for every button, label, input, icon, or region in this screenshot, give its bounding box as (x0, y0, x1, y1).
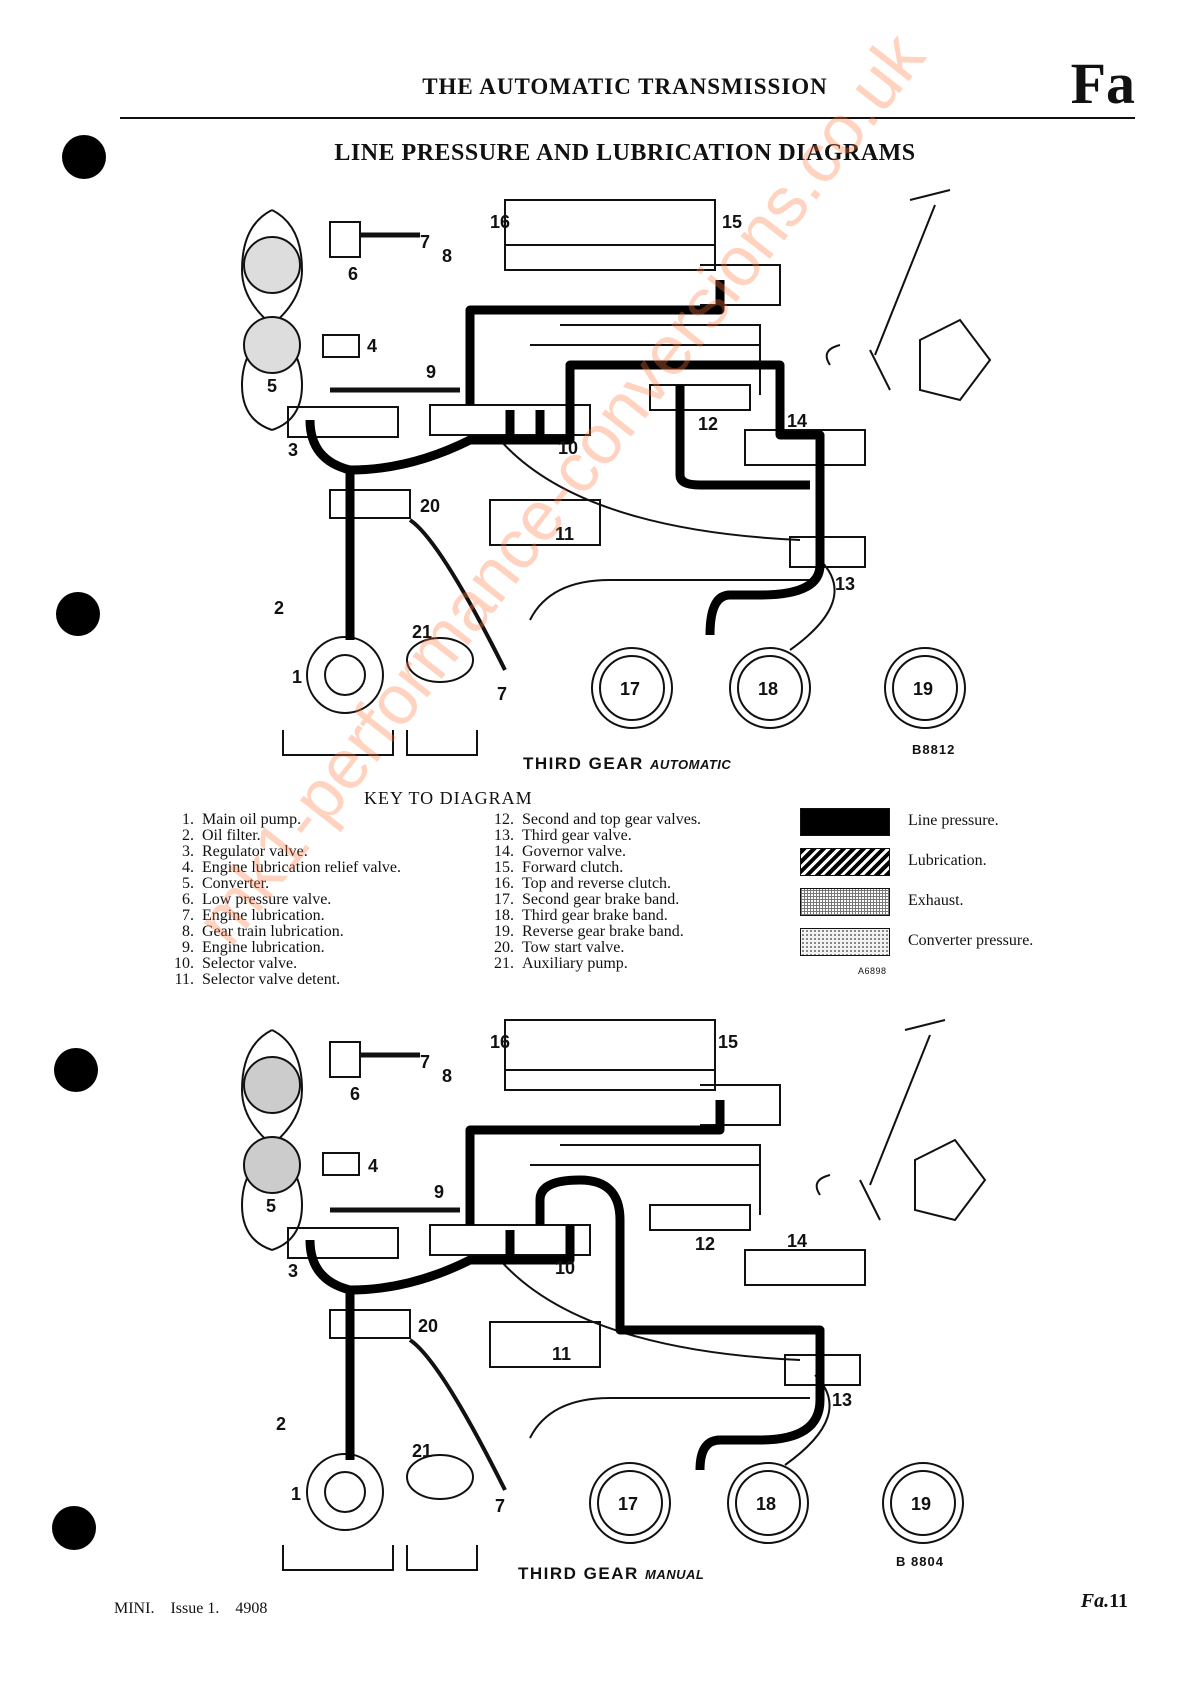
diagram-label: 11 (552, 1344, 571, 1364)
key-item: 14.Governor valve. (494, 843, 626, 860)
diagram-label: 18 (756, 1494, 776, 1514)
key-item: 3.Regulator valve. (182, 843, 308, 860)
diagram-label: 17 (618, 1494, 638, 1514)
key-list-left: 1.Main oil pump. 2.Oil filter. 3.Regulat… (166, 812, 466, 988)
footer-number: 4908 (235, 1600, 268, 1617)
key-item: 7.Engine lubrication. (182, 907, 325, 924)
diagram-top: 16 15 7 8 6 4 5 9 3 12 14 10 20 11 13 2 … (240, 189, 992, 756)
diagram-label: 7 (420, 232, 430, 252)
diagram-label: 21 (412, 1441, 432, 1461)
diagram-label: 12 (695, 1234, 715, 1254)
key-item: 10.Selector valve. (174, 955, 298, 972)
diagram-label: 20 (420, 496, 440, 516)
diagram-label: 14 (787, 411, 807, 431)
legend: Line pressure. Lubrication. Exhaust. Con… (800, 808, 1100, 978)
diagram-label: 13 (835, 574, 855, 594)
diagram-label: 10 (558, 438, 578, 458)
page-title: LINE PRESSURE AND LUBRICATION DIAGRAMS (334, 140, 916, 166)
diagram-label: 4 (368, 1156, 378, 1176)
key-item: 19.Reverse gear brake band. (494, 923, 684, 940)
binder-hole (56, 592, 100, 636)
diagram-label: 8 (442, 246, 452, 266)
diagram-label: 16 (490, 212, 510, 232)
diagram-label: 13 (832, 1390, 852, 1410)
diagram-label: 14 (787, 1231, 807, 1251)
diagram-label: 9 (434, 1182, 444, 1202)
key-item: 6.Low pressure valve. (182, 891, 332, 908)
key-item: 5.Converter. (182, 875, 270, 892)
exhaust-swatch (800, 888, 890, 916)
diagram-label: 2 (276, 1414, 286, 1434)
section-code: Fa (1070, 51, 1135, 116)
footer-left: MINI. Issue 1. 4908 (114, 1600, 279, 1618)
line-pressure-swatch (800, 808, 890, 836)
diagram-label: 12 (698, 414, 718, 434)
diagram-label: 7 (497, 684, 507, 704)
key-item: 21.Auxiliary pump. (494, 955, 628, 972)
key-item: 16.Top and reverse clutch. (494, 875, 672, 892)
header-title: THE AUTOMATIC TRANSMISSION (422, 74, 828, 99)
binder-hole (62, 135, 106, 179)
key-item: 13.Third gear valve. (494, 827, 632, 844)
diagram-label: 16 (490, 1032, 510, 1052)
page-number: Fa.11 (1080, 1590, 1128, 1612)
key-list-right: 12.Second and top gear valves. 13.Third … (486, 812, 786, 972)
diagram-top-ref: B8812 (912, 742, 956, 757)
key-item: 11.Selector valve detent. (174, 971, 341, 988)
key-item: 12.Second and top gear valves. (494, 811, 702, 828)
diagram-label: 18 (758, 679, 778, 699)
diagram-label: 19 (911, 1494, 931, 1514)
header-rule (120, 117, 1135, 119)
diagram-label: 2 (274, 598, 284, 618)
lubrication-swatch (800, 848, 890, 876)
diagram-label: 5 (267, 376, 277, 396)
key-item: 8.Gear train lubrication. (182, 923, 344, 940)
key-item: 20.Tow start valve. (494, 939, 625, 956)
footer-model: MINI. (114, 1600, 155, 1617)
legend-ref: A6898 (858, 966, 887, 976)
key-title: KEY TO DIAGRAM (364, 788, 533, 808)
diagram-label: 8 (442, 1066, 452, 1086)
diagram-bottom-ref: B 8804 (896, 1554, 944, 1569)
diagram-label: 19 (913, 679, 933, 699)
diagram-label: 9 (426, 362, 436, 382)
diagram-bottom-caption: THIRD GEAR MANUAL (518, 1564, 705, 1583)
diagram-label: 15 (718, 1032, 738, 1052)
diagram-label: 3 (288, 1261, 298, 1281)
diagram-label: 6 (348, 264, 358, 284)
diagram-label: 4 (367, 336, 377, 356)
binder-hole (52, 1506, 96, 1550)
diagram-label: 7 (495, 1496, 505, 1516)
key-item: 4.Engine lubrication relief valve. (182, 859, 402, 876)
diagram-top-caption: THIRD GEAR AUTOMATIC (523, 754, 732, 773)
diagram-bottom: 16 15 7 8 6 4 5 9 3 12 14 10 20 11 13 2 … (240, 1019, 987, 1571)
diagram-label: 1 (292, 667, 302, 687)
key-item: 1.Main oil pump. (182, 811, 302, 828)
binder-hole (54, 1048, 98, 1092)
diagram-label: 11 (555, 524, 574, 544)
diagram-label: 17 (620, 679, 640, 699)
converter-pressure-swatch (800, 928, 890, 956)
key-item: 9.Engine lubrication. (182, 939, 325, 956)
diagram-label: 5 (266, 1196, 276, 1216)
diagram-label: 21 (412, 622, 432, 642)
key-item: 2.Oil filter. (182, 827, 261, 844)
diagram-label: 7 (420, 1052, 430, 1072)
diagram-label: 6 (350, 1084, 360, 1104)
diagram-label: 10 (555, 1258, 575, 1278)
key-item: 15.Forward clutch. (494, 859, 624, 876)
key-item: 17.Second gear brake band. (494, 891, 680, 908)
diagram-label: 1 (291, 1484, 301, 1504)
diagram-label: 15 (722, 212, 742, 232)
key-item: 18.Third gear brake band. (494, 907, 668, 924)
diagram-label: 20 (418, 1316, 438, 1336)
diagram-label: 3 (288, 440, 298, 460)
footer-issue: Issue 1. (170, 1600, 220, 1617)
